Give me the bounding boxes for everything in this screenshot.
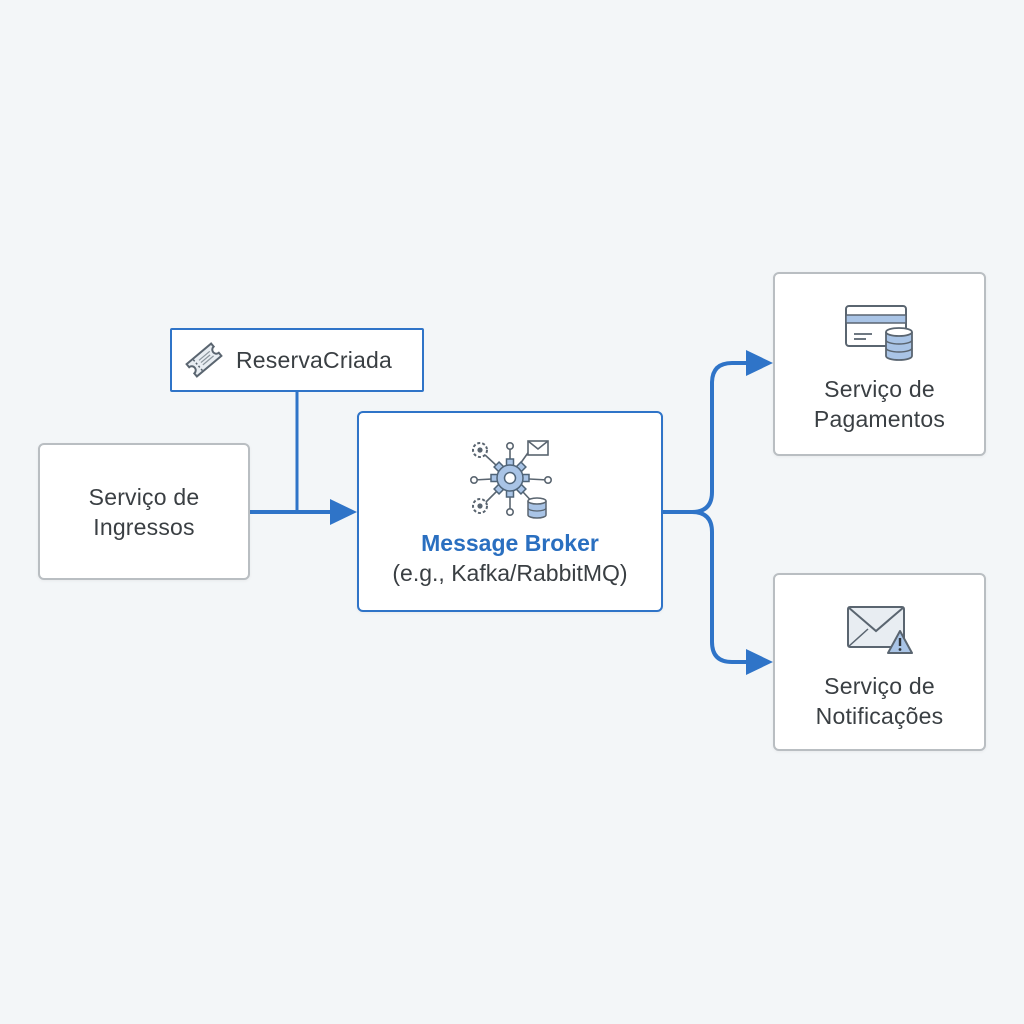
arrowhead-notificacoes bbox=[746, 649, 773, 675]
service-ingressos-label-line2: Ingressos bbox=[93, 513, 195, 540]
message-broker-subtitle: (e.g., Kafka/RabbitMQ) bbox=[392, 559, 628, 586]
event-label-text: ReservaCriada bbox=[236, 346, 392, 373]
service-notificacoes-label-line2: Notificações bbox=[815, 703, 944, 729]
message-broker-node: Message Broker (e.g., Kafka/RabbitMQ) bbox=[357, 411, 663, 612]
service-pagamentos-node: Serviço de Pagamentos bbox=[773, 272, 986, 456]
service-ingressos-node: Serviço de Ingressos bbox=[38, 443, 250, 580]
arrowhead-broker bbox=[330, 499, 357, 525]
mail-warning-icon bbox=[842, 601, 918, 663]
message-broker-icon bbox=[464, 438, 556, 520]
arrow-broker-to-notificacoes bbox=[691, 510, 748, 664]
arrow-broker-to-pagamentos bbox=[663, 361, 748, 514]
service-pagamentos-label-line2: Pagamentos bbox=[813, 406, 946, 432]
ticket-icon bbox=[182, 338, 226, 382]
service-notificacoes-label-line1: Serviço de bbox=[824, 673, 935, 699]
event-label-reservacriada: ReservaCriada bbox=[170, 328, 424, 392]
message-broker-title: Message Broker bbox=[421, 529, 599, 556]
service-notificacoes-node: Serviço de Notificações bbox=[773, 573, 986, 751]
service-ingressos-label-line1: Serviço de bbox=[88, 483, 200, 510]
service-pagamentos-label-line1: Serviço de bbox=[824, 376, 935, 402]
payment-card-database-icon bbox=[842, 300, 918, 366]
arrowhead-pagamentos bbox=[746, 350, 773, 376]
